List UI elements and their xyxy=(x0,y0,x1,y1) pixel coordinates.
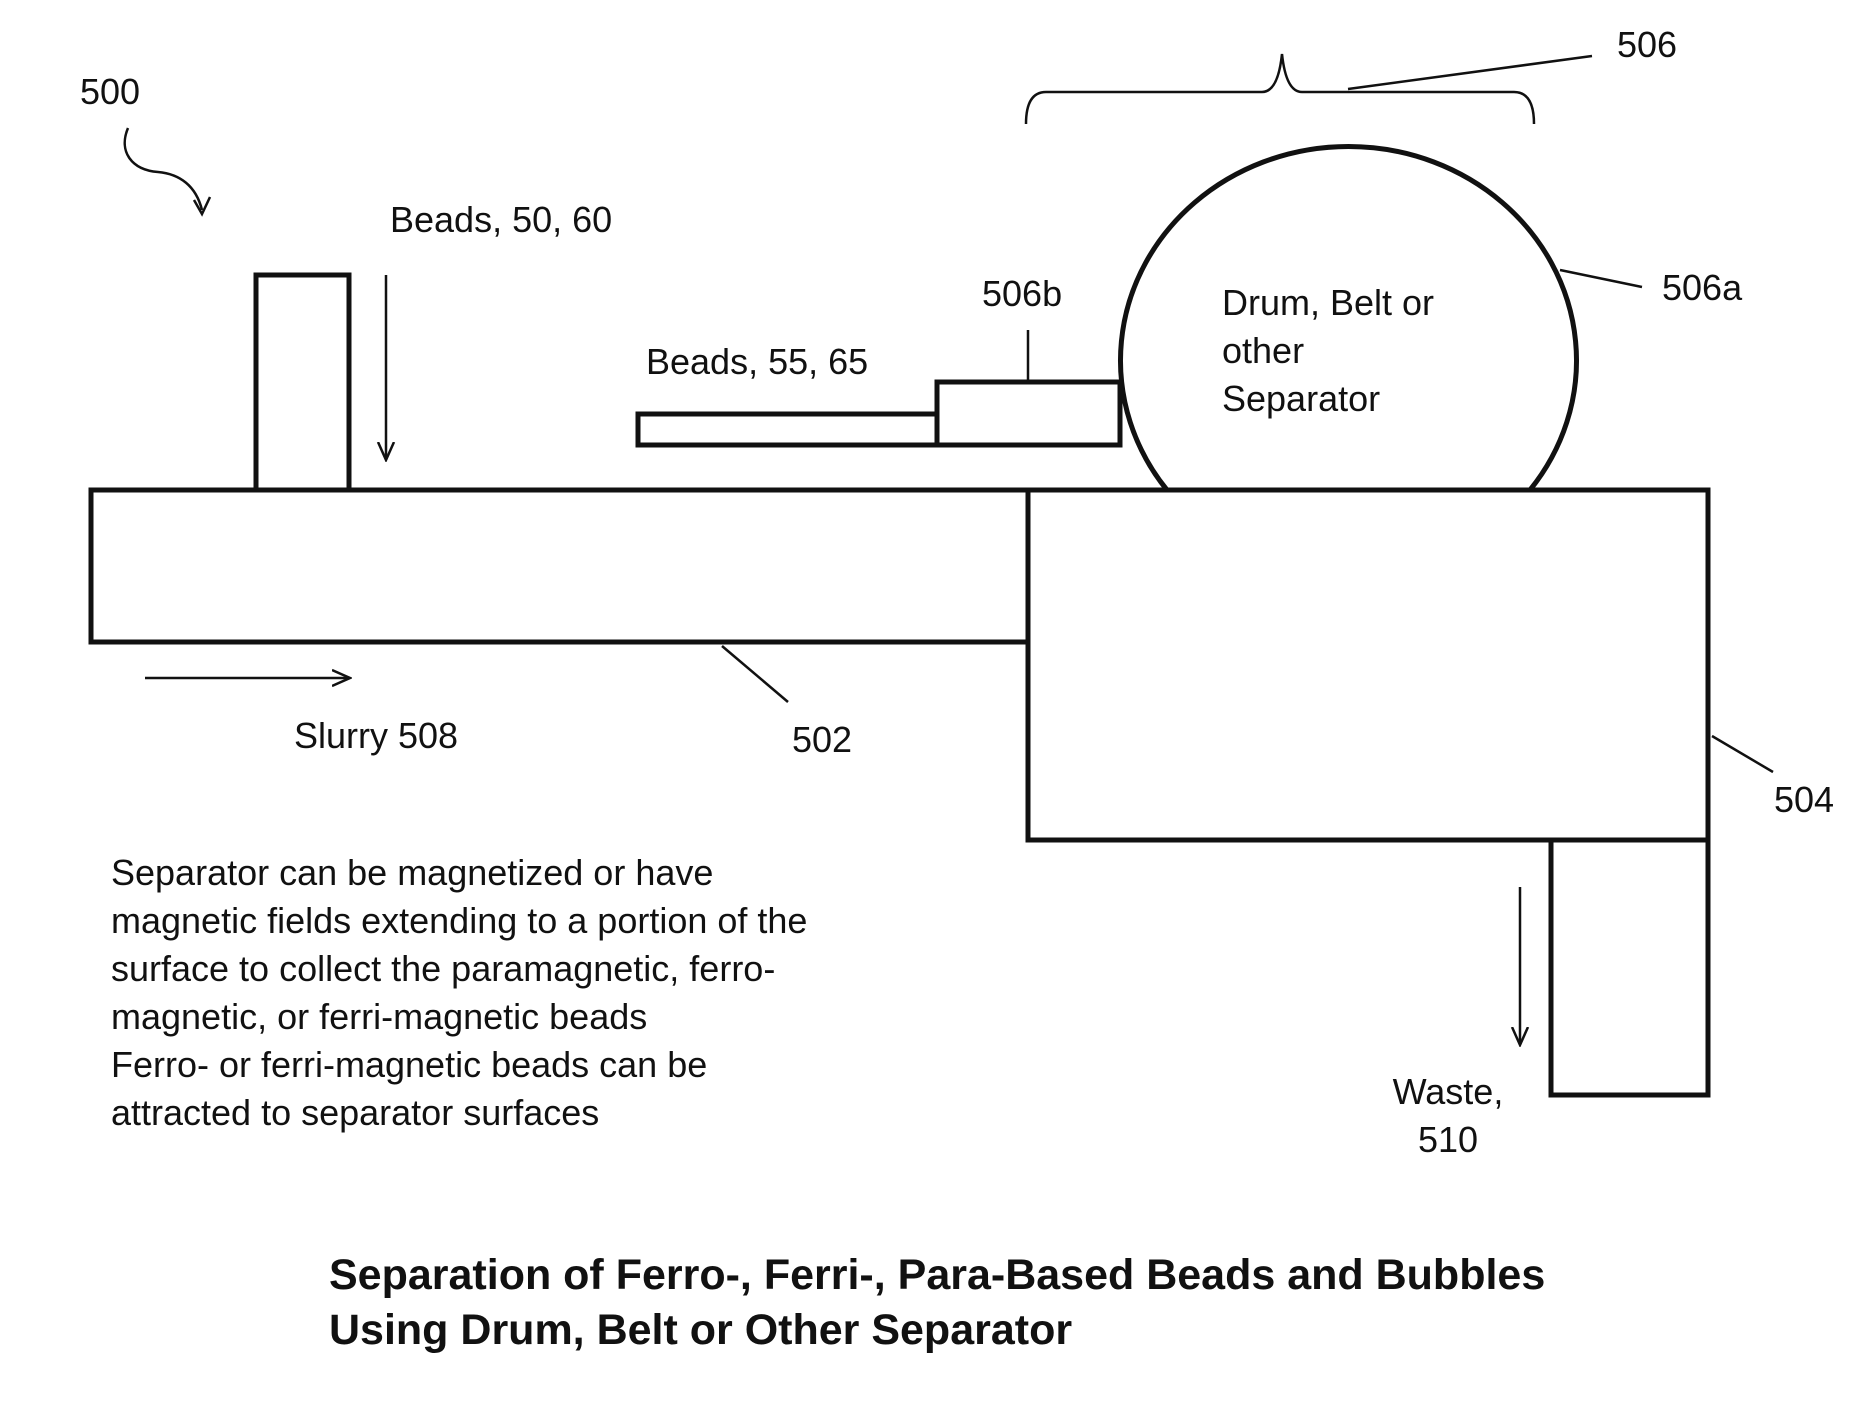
drum-label-line3: Separator xyxy=(1222,378,1380,419)
ref-504-label: 504 xyxy=(1774,779,1834,820)
collector-506b xyxy=(937,382,1120,445)
drum-label-line1: Drum, Belt or xyxy=(1222,282,1434,323)
brace-506 xyxy=(1026,54,1534,124)
waste-label-line1: Waste, xyxy=(1393,1071,1504,1112)
bead-inlet-chute xyxy=(256,275,349,490)
note-line-3: surface to collect the paramagnetic, fer… xyxy=(111,948,775,989)
bead-outlet-tray xyxy=(638,414,937,445)
ref-502-label: 502 xyxy=(792,719,852,760)
ref-506b-label: 506b xyxy=(982,273,1062,314)
drum-label-line2: other xyxy=(1222,330,1304,371)
ref-500-label: 500 xyxy=(80,71,140,112)
flow-channel-502 xyxy=(91,490,1028,642)
waste-label-line2: 510 xyxy=(1418,1119,1478,1160)
title-line-2: Using Drum, Belt or Other Separator xyxy=(329,1306,1072,1354)
note-line-2: magnetic fields extending to a portion o… xyxy=(111,900,807,941)
separation-chamber-504 xyxy=(1028,490,1708,840)
ref-500-curly-arrow xyxy=(125,128,202,210)
ref-506-leader xyxy=(1348,56,1592,89)
explanatory-note: Separator can be magnetized or have magn… xyxy=(111,852,807,1133)
note-line-4: magnetic, or ferri-magnetic beads xyxy=(111,996,647,1037)
beads-side-label: Beads, 55, 65 xyxy=(646,341,868,382)
ref-506a-label: 506a xyxy=(1662,267,1743,308)
figure-title: Separation of Ferro-, Ferri-, Para-Based… xyxy=(329,1251,1545,1354)
ref-504-leader xyxy=(1712,736,1773,772)
note-line-1: Separator can be magnetized or have xyxy=(111,852,713,893)
note-line-5: Ferro- or ferri-magnetic beads can be xyxy=(111,1044,707,1085)
ref-506-label: 506 xyxy=(1617,24,1677,65)
beads-top-label: Beads, 50, 60 xyxy=(390,199,612,240)
ref-502-leader xyxy=(722,646,788,702)
slurry-label: Slurry 508 xyxy=(294,715,458,756)
note-line-6: attracted to separator surfaces xyxy=(111,1092,599,1133)
waste-outlet-chute xyxy=(1551,840,1708,1095)
title-line-1: Separation of Ferro-, Ferri-, Para-Based… xyxy=(329,1251,1545,1299)
ref-506a-leader xyxy=(1560,270,1642,287)
